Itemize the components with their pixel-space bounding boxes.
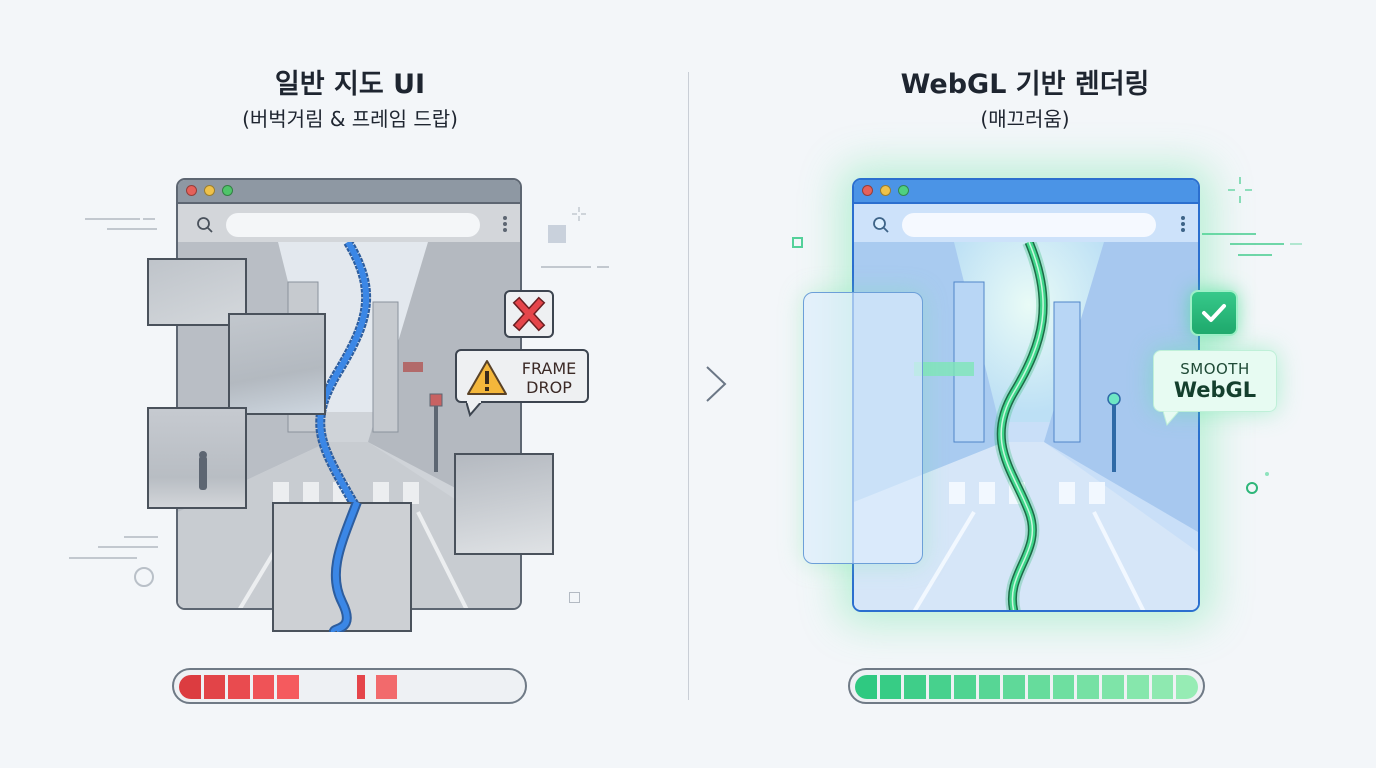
- decor-circle: [134, 567, 154, 587]
- kebab-menu-icon[interactable]: [1180, 215, 1186, 233]
- progress-segment: [1077, 675, 1100, 699]
- progress-segment: [1003, 675, 1025, 699]
- browser-toolbar: [854, 204, 1198, 244]
- stuck-map-tile: [454, 453, 554, 555]
- progress-segment: [953, 675, 976, 699]
- error-badge: [504, 290, 554, 338]
- decor-line: [1238, 254, 1272, 256]
- search-icon[interactable]: [196, 216, 214, 234]
- stuttering-progress-bar: [172, 668, 527, 704]
- decor-circle: [1246, 482, 1258, 494]
- progress-segment: [357, 675, 366, 699]
- progress-segment: [1102, 675, 1124, 699]
- progress-segment: [1052, 675, 1075, 699]
- maximize-window-dot[interactable]: [222, 185, 233, 196]
- stuck-map-tile: [147, 407, 247, 509]
- decor-line: [541, 266, 591, 268]
- webgl-label: WebGL: [1173, 378, 1257, 402]
- progress-segment: [1028, 675, 1050, 699]
- progress-segment: [375, 675, 398, 699]
- close-window-dot[interactable]: [186, 185, 197, 196]
- decor-line: [98, 546, 158, 548]
- progress-segment: [228, 675, 250, 699]
- progress-segment: [1151, 675, 1174, 699]
- progress-segment: [904, 675, 927, 699]
- left-panel-title: 일반 지도 UI: [274, 69, 426, 100]
- decor-line: [85, 218, 140, 220]
- right-panel-title: WebGL 기반 렌더링: [900, 69, 1150, 100]
- decor-line: [143, 218, 155, 220]
- decor-line: [597, 266, 609, 268]
- decor-square: [548, 225, 566, 243]
- smooth-progress-bar: [848, 668, 1205, 704]
- smooth-webgl-badge: SMOOTH WebGL: [1153, 350, 1277, 412]
- route-fragment: [329, 502, 362, 632]
- progress-segment: [179, 675, 201, 699]
- frame-drop-label: FRAME DROP: [513, 359, 585, 397]
- hydrant-icon: [199, 451, 207, 490]
- close-window-dot[interactable]: [862, 185, 873, 196]
- speech-tail: [1163, 411, 1180, 427]
- arrow-right-icon: [654, 366, 727, 402]
- decor-square-outline: [569, 592, 580, 603]
- address-bar-input[interactable]: [226, 213, 480, 237]
- speech-tail: [466, 401, 484, 417]
- glass-overlay-panel: [803, 292, 923, 564]
- decor-dot: [1265, 472, 1269, 476]
- frame-drop-warning: FRAME DROP: [455, 349, 589, 403]
- decor-line: [107, 228, 157, 230]
- decor-line: [1202, 233, 1256, 235]
- smooth-label: SMOOTH: [1180, 360, 1250, 378]
- progress-segment: [879, 675, 902, 699]
- sparkle-icon: [1228, 177, 1252, 203]
- left-panel-subtitle: (버벅거림 & 프레임 드랍): [242, 107, 458, 131]
- frame-drop-label-line2: DROP: [526, 378, 572, 397]
- browser-titlebar: [178, 180, 520, 204]
- close-x-icon: [512, 296, 546, 332]
- sparkle-icon: [572, 207, 586, 221]
- progress-segment: [203, 675, 226, 699]
- check-icon: [1202, 304, 1226, 322]
- progress-segment: [855, 675, 877, 699]
- search-icon[interactable]: [872, 216, 890, 234]
- center-divider: [688, 72, 689, 700]
- stuck-map-tile: [228, 313, 326, 415]
- browser-toolbar: [178, 204, 520, 244]
- decor-line: [1290, 243, 1302, 245]
- kebab-menu-icon[interactable]: [502, 215, 508, 233]
- progress-segment: [978, 675, 1001, 699]
- progress-segment: [1176, 675, 1198, 699]
- maximize-window-dot[interactable]: [898, 185, 909, 196]
- progress-segment: [252, 675, 275, 699]
- address-bar-input[interactable]: [902, 213, 1156, 237]
- right-panel-subtitle: (매끄러움): [980, 107, 1070, 131]
- progress-segment: [277, 675, 299, 699]
- decor-line: [69, 557, 137, 559]
- progress-segment: [929, 675, 951, 699]
- minimize-window-dot[interactable]: [204, 185, 215, 196]
- decor-square-outline: [792, 237, 803, 248]
- progress-segment: [1126, 675, 1149, 699]
- decor-line: [124, 536, 158, 538]
- success-badge: [1190, 290, 1238, 336]
- decor-line: [1230, 243, 1284, 245]
- frame-drop-label-line1: FRAME: [521, 359, 577, 378]
- browser-titlebar: [854, 180, 1198, 204]
- minimize-window-dot[interactable]: [880, 185, 891, 196]
- warning-triangle-icon: [467, 360, 507, 395]
